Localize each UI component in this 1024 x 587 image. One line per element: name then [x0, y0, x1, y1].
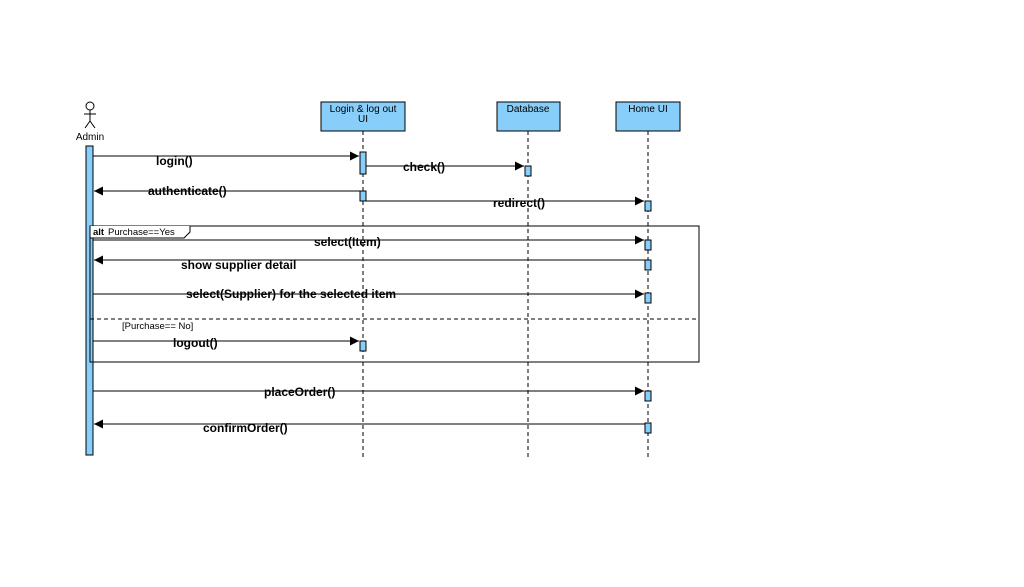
activation-home-ui-select-supplier — [644, 292, 652, 304]
lifeline-database: Database — [496, 101, 561, 457]
message-login-label: login() — [156, 154, 193, 168]
lifeline-label-home-ui: Home UI — [628, 104, 667, 115]
message-redirect-label: redirect() — [493, 196, 545, 210]
activation-boxes — [359, 151, 652, 434]
lifeline-label-login-ui-line2: UI — [358, 114, 368, 125]
activation-home-ui-place-order — [644, 390, 652, 402]
activation-login-ui — [359, 151, 367, 175]
message-labels: login() check() authenticate() redirect(… — [148, 154, 545, 435]
lifeline-header-database — [496, 101, 561, 132]
alt-fragment: alt Purchase==Yes [Purchase== No] — [89, 225, 700, 363]
activation-login-ui-auth — [359, 190, 367, 202]
alt-fragment-tab — [89, 226, 191, 239]
actor-label: Admin — [76, 132, 104, 143]
message-place-order-label: placeOrder() — [264, 385, 335, 399]
activation-database-check — [524, 165, 532, 177]
message-show-supplier-label: show supplier detail — [181, 258, 296, 272]
activation-login-ui-logout — [359, 340, 367, 352]
activation-home-ui-show-supplier — [644, 259, 652, 271]
message-authenticate-label: authenticate() — [148, 184, 227, 198]
activation-home-ui-select-item — [644, 239, 652, 251]
message-select-supplier-label: select(Supplier) for the selected item — [186, 287, 396, 301]
message-check-label: check() — [403, 160, 445, 174]
activation-home-ui-confirm-order — [644, 422, 652, 434]
alt-guard-no: [Purchase== No] — [122, 321, 193, 332]
messages — [93, 151, 645, 429]
lifeline-label-database: Database — [507, 104, 550, 115]
lifeline-home-ui: Home UI — [615, 101, 681, 457]
alt-fragment-frame — [89, 225, 700, 363]
message-confirm-order-label: confirmOrder() — [203, 421, 288, 435]
stick-figure-icon — [84, 101, 96, 129]
activation-home-ui-redirect — [644, 200, 652, 212]
alt-guard-yes: Purchase==Yes — [108, 227, 175, 238]
message-select-item-label: select(Item) — [314, 235, 381, 249]
lifeline-header-login-ui — [320, 101, 406, 132]
message-logout-label: logout() — [173, 336, 218, 350]
alt-operator: alt — [93, 227, 105, 238]
lifeline-label-login-ui-line1: Login & log out — [330, 104, 397, 115]
